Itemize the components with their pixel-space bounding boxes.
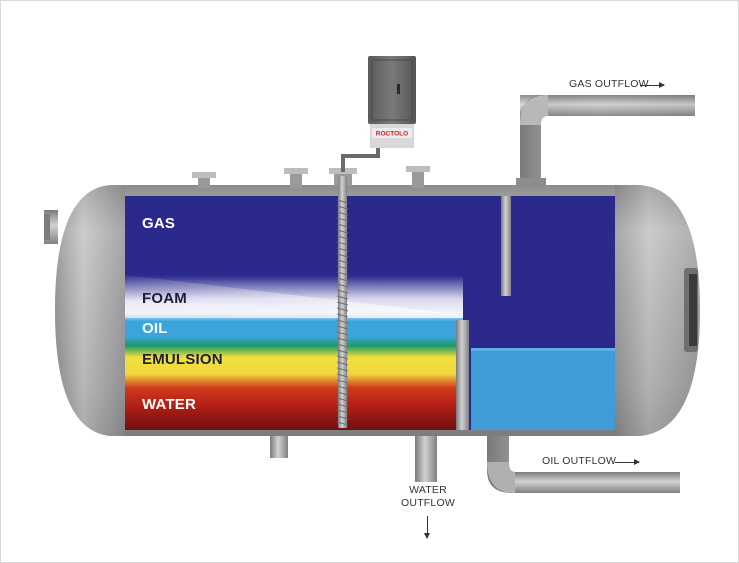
water-outflow-pipe	[410, 430, 442, 482]
oil-outflow-label: OIL OUTFLOW	[542, 455, 617, 467]
probe-rib	[336, 295, 349, 300]
probe-rib	[336, 235, 349, 240]
gas-outflow-pipe	[516, 95, 695, 187]
probe-rib	[336, 217, 349, 222]
probe-rib	[336, 301, 349, 306]
controller-brand: ROCTOLO	[376, 131, 408, 138]
probe-rib	[336, 361, 349, 366]
manway-flange	[684, 268, 698, 352]
layer-label-foam: FOAM	[142, 290, 187, 307]
probe-rib	[336, 319, 349, 324]
probe-rib	[336, 259, 349, 264]
cutaway-interior	[125, 196, 615, 430]
probe-rib	[336, 421, 349, 426]
probe-rib	[336, 337, 349, 342]
probe-rib	[336, 325, 349, 330]
oil-outflow-arrow	[615, 459, 640, 465]
probe-rib	[336, 253, 349, 258]
probe-rib	[336, 331, 349, 336]
gas-baffle	[501, 196, 511, 296]
water-outflow-arrow	[424, 516, 430, 539]
probe-rib	[336, 373, 349, 378]
probe-rib	[336, 247, 349, 252]
probe-rib	[336, 223, 349, 228]
probe-rib	[336, 199, 349, 204]
water-outflow-label: WATER OUTFLOW	[398, 484, 458, 510]
probe-rib	[336, 271, 349, 276]
probe-rib	[336, 265, 349, 270]
layer-label-water: WATER	[142, 396, 197, 413]
probe-rib	[336, 409, 349, 414]
layer-label-emulsion: EMULSION	[142, 351, 223, 368]
gas-outflow-arrow	[640, 82, 665, 88]
layer-label-oil: OIL	[142, 320, 168, 337]
probe-rib	[336, 211, 349, 216]
probe-rib	[336, 343, 349, 348]
probe-rib	[336, 391, 349, 396]
probe-rib	[336, 229, 349, 234]
probe-rib	[336, 397, 349, 402]
probe-rib	[336, 241, 349, 246]
gas-outflow-label: GAS OUTFLOW	[569, 78, 649, 90]
probe-rib	[336, 367, 349, 372]
water-outflow-label-line1: WATER	[409, 484, 447, 496]
probe-rib	[336, 403, 349, 408]
probe-rib	[336, 283, 349, 288]
probe-rib	[336, 277, 349, 282]
weir-plate	[456, 320, 469, 430]
probe-rib	[336, 385, 349, 390]
probe-rib	[336, 307, 349, 312]
probe-rib	[336, 313, 349, 318]
oil-outflow-pipe	[487, 430, 680, 493]
probe-cable	[341, 145, 380, 172]
probe-rib	[336, 379, 349, 384]
layer-label-gas: GAS	[142, 215, 176, 232]
inlet-nozzle	[44, 210, 58, 244]
level-controller: ROCTOLO	[368, 56, 416, 148]
water-outflow-label-line2: OUTFLOW	[401, 497, 455, 509]
probe-rib	[336, 205, 349, 210]
level-probe	[336, 176, 349, 428]
probe-rib	[336, 289, 349, 294]
probe-rib	[336, 355, 349, 360]
probe-rib	[336, 415, 349, 420]
probe-rib	[336, 349, 349, 354]
top-nozzles	[192, 166, 430, 188]
